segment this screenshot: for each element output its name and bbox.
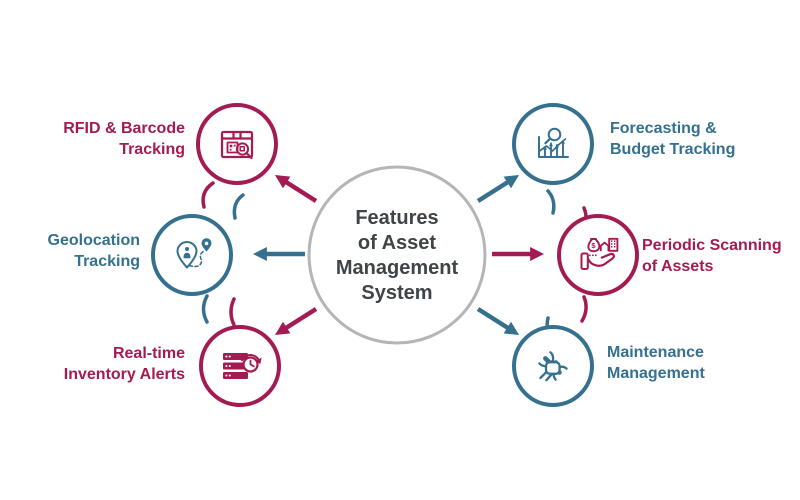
center-title: Features of Asset Management System bbox=[335, 207, 459, 304]
arrow-rfid-barcode-tracking bbox=[274, 175, 318, 203]
node-circle-periodic-scanning-of-assets bbox=[557, 214, 639, 296]
center-circle bbox=[307, 165, 487, 345]
node-label-geolocation-tracking: Geolocation Tracking bbox=[47, 232, 140, 270]
connector-arc bbox=[546, 189, 556, 215]
connector-arc bbox=[201, 294, 209, 324]
node-label-rfid-barcode-tracking: RFID & Barcode Tracking bbox=[63, 120, 185, 158]
arrow-forecasting-budget-tracking bbox=[476, 175, 520, 203]
package-qr-magnifier-icon bbox=[220, 130, 254, 160]
growth-chart-magnifier-icon bbox=[538, 127, 569, 158]
node-label-periodic-scanning-of-assets: Periodic Scanning of Assets bbox=[642, 237, 782, 275]
person-pin-route-icon bbox=[176, 238, 212, 269]
dollar-glyph: $ bbox=[591, 241, 596, 250]
arrow-maintenance-management bbox=[476, 307, 520, 335]
arrow-real-time-inventory-alerts bbox=[274, 307, 318, 335]
connector-arc bbox=[580, 295, 588, 323]
server-stack-clock-icon bbox=[223, 353, 262, 379]
connector-arc bbox=[229, 297, 236, 327]
node-label-forecasting-budget-tracking: Forecasting & Budget Tracking bbox=[610, 120, 736, 158]
hand-holding-assets-icon: $ bbox=[580, 237, 619, 270]
connector-arc bbox=[232, 193, 245, 220]
fist-wrench-icon bbox=[538, 351, 568, 382]
node-label-real-time-inventory-alerts: Real-time Inventory Alerts bbox=[63, 345, 185, 383]
connector-arc bbox=[201, 181, 215, 209]
node-circle-geolocation-tracking bbox=[151, 214, 233, 296]
node-label-maintenance-management: Maintenance Management bbox=[607, 344, 705, 382]
node-circle-forecasting-budget-tracking bbox=[512, 103, 594, 185]
